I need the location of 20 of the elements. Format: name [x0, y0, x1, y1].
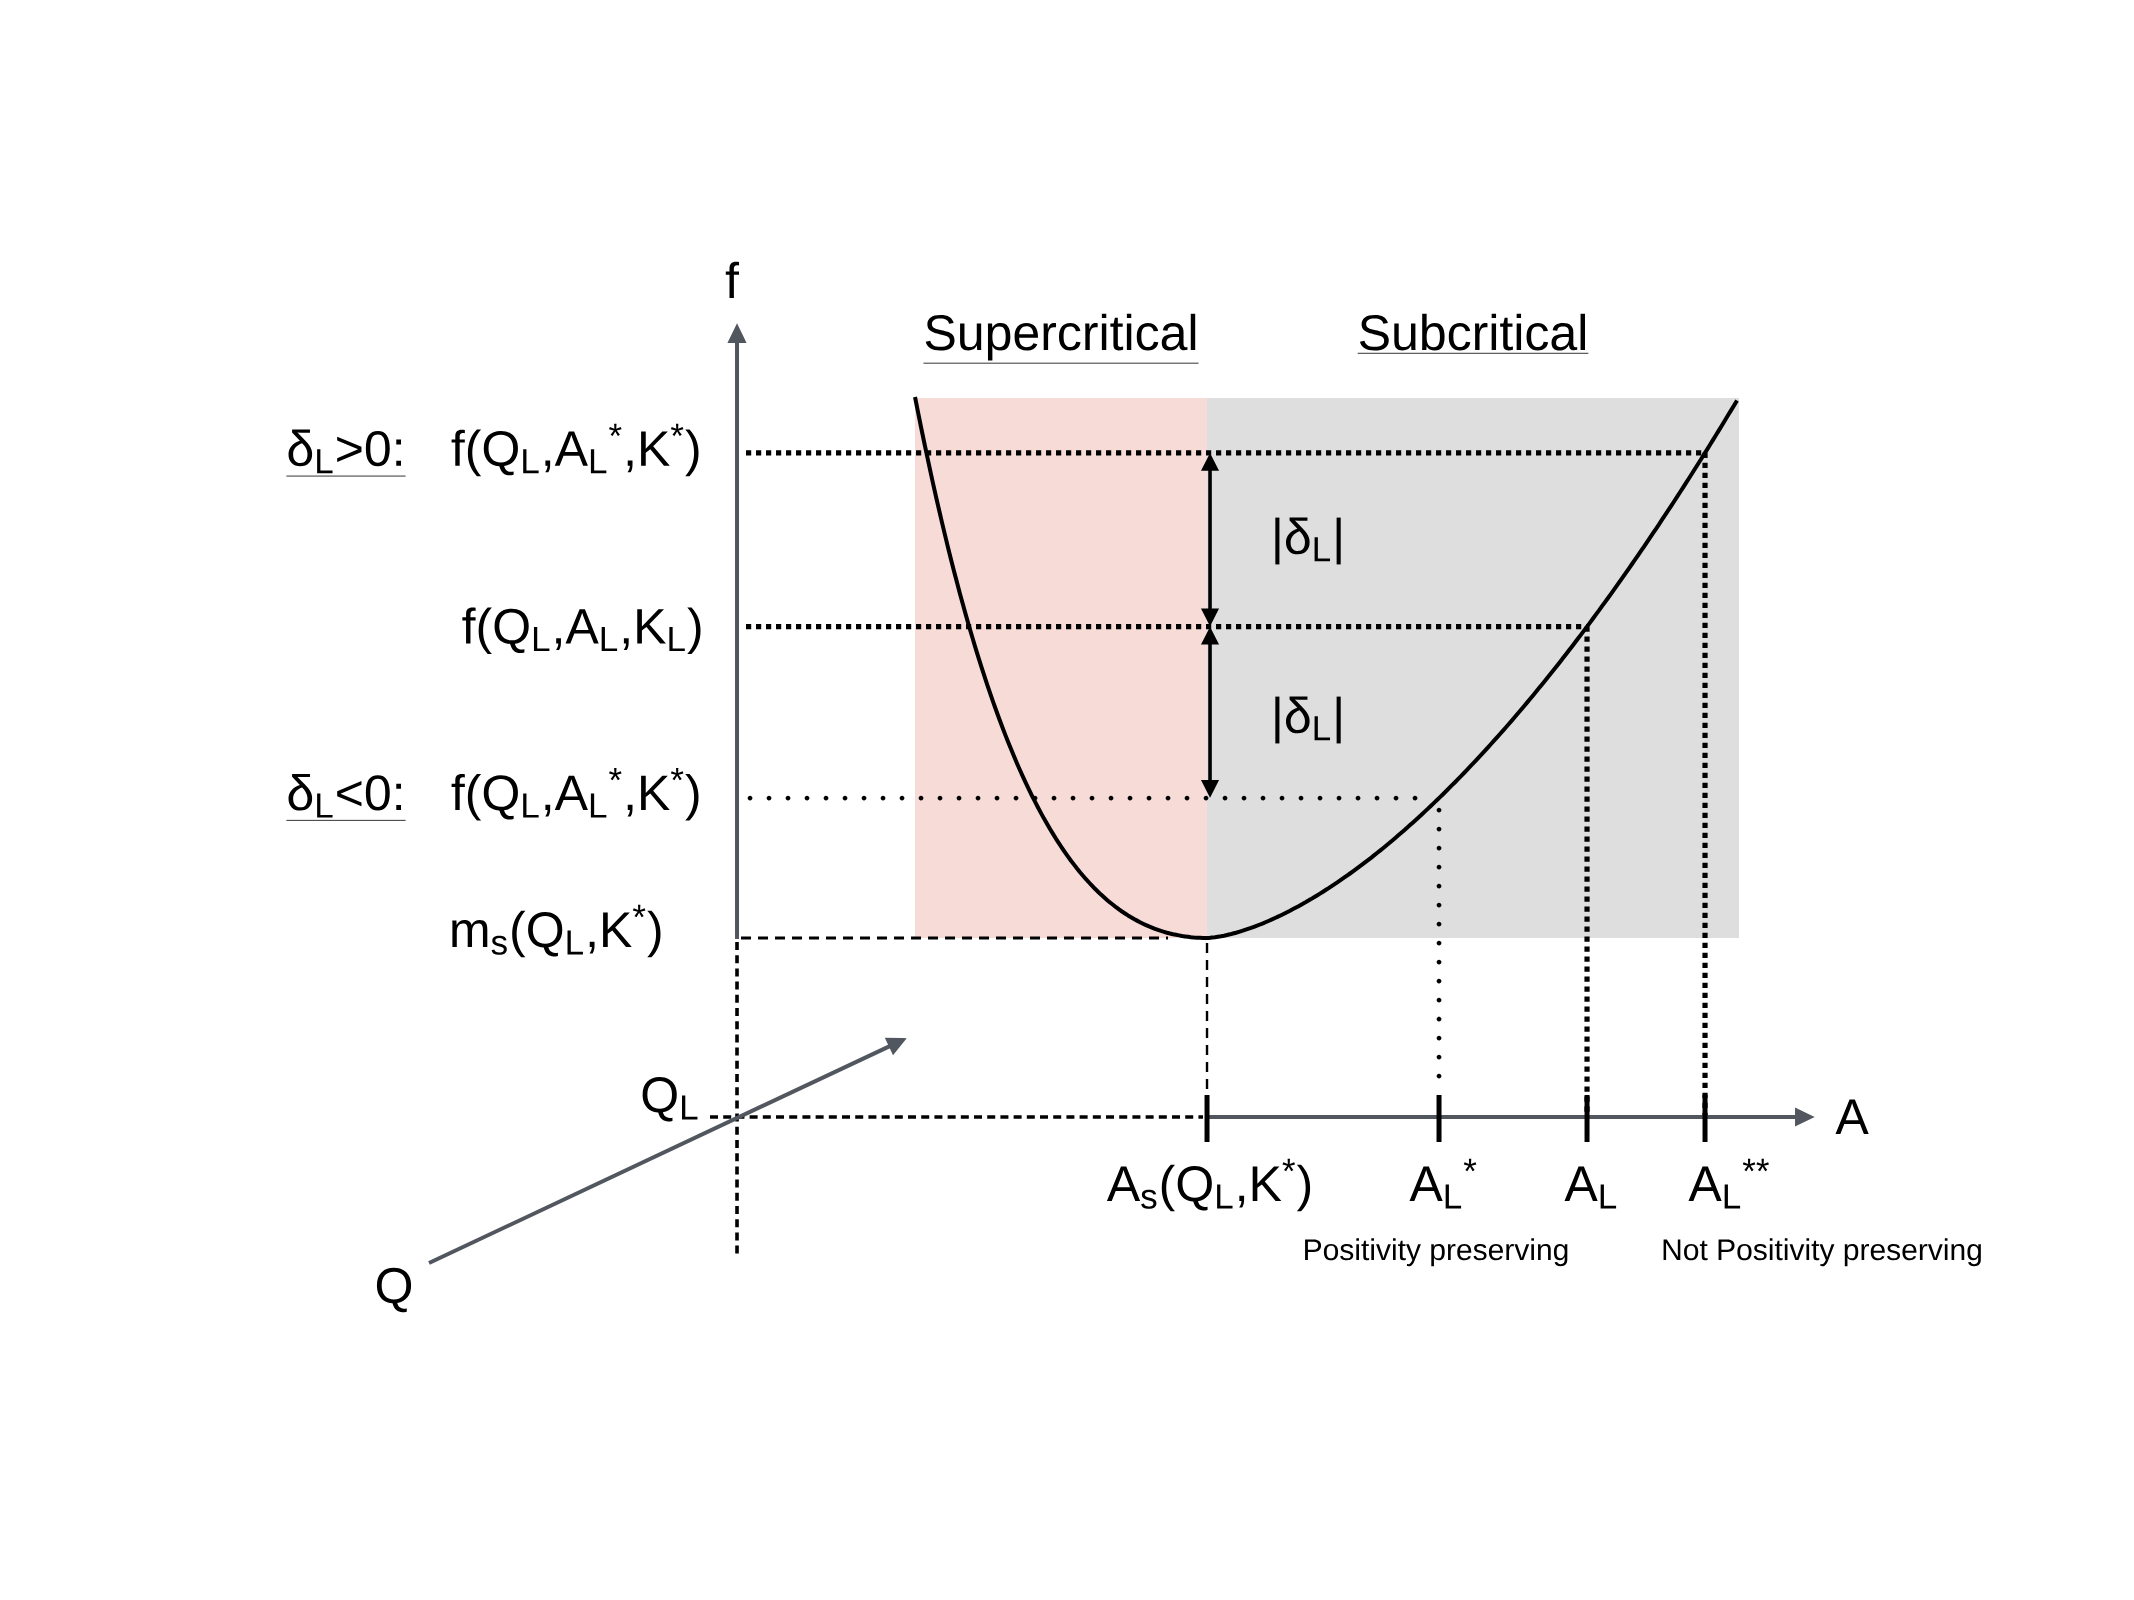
- level-label: m$_{s}$(Q$_{L}$,K$^{*}$): [452, 904, 661, 958]
- dimension-label: |δ$_{L}$|: [1275, 517, 1341, 565]
- axis-label: f: [725, 261, 739, 298]
- tick-label: A$_{L}$*: [1409, 1158, 1477, 1209]
- level-label: f(Q$_{L}$,A$_{L}$$^{*}$,K$^{*}$): [451, 423, 699, 477]
- condition-label: δ$_{L}$<0:: [286, 773, 406, 821]
- condition-label: δ$_{L}$>0:: [286, 429, 406, 477]
- point-label: Q$_{L}$: [642, 1077, 698, 1122]
- tick-label: A$_{L}$**: [1688, 1158, 1769, 1209]
- level-label: f(Q$_{L}$,A$_{L}$,K$_{L}$): [462, 607, 701, 654]
- level-label: f(Q$_{L}$,A$_{L}$$^{*}$,K$^{*}$): [451, 767, 699, 821]
- axis-label: Q: [376, 1267, 412, 1313]
- region-heading: Subcritical: [1357, 313, 1589, 354]
- tick-label: A$_{s}$(Q$_{L}$,K$^{*}$): [1106, 1158, 1311, 1212]
- note-text: Not Positivity preserving: [1663, 1238, 1981, 1267]
- tick-label: A$_{L}$: [1564, 1166, 1617, 1209]
- dimension-label: |δ$_{L}$|: [1275, 696, 1341, 744]
- region-heading: Supercritical: [923, 313, 1199, 364]
- axis-label: A: [1835, 1099, 1869, 1134]
- note-text: Positivity preserving: [1305, 1238, 1568, 1267]
